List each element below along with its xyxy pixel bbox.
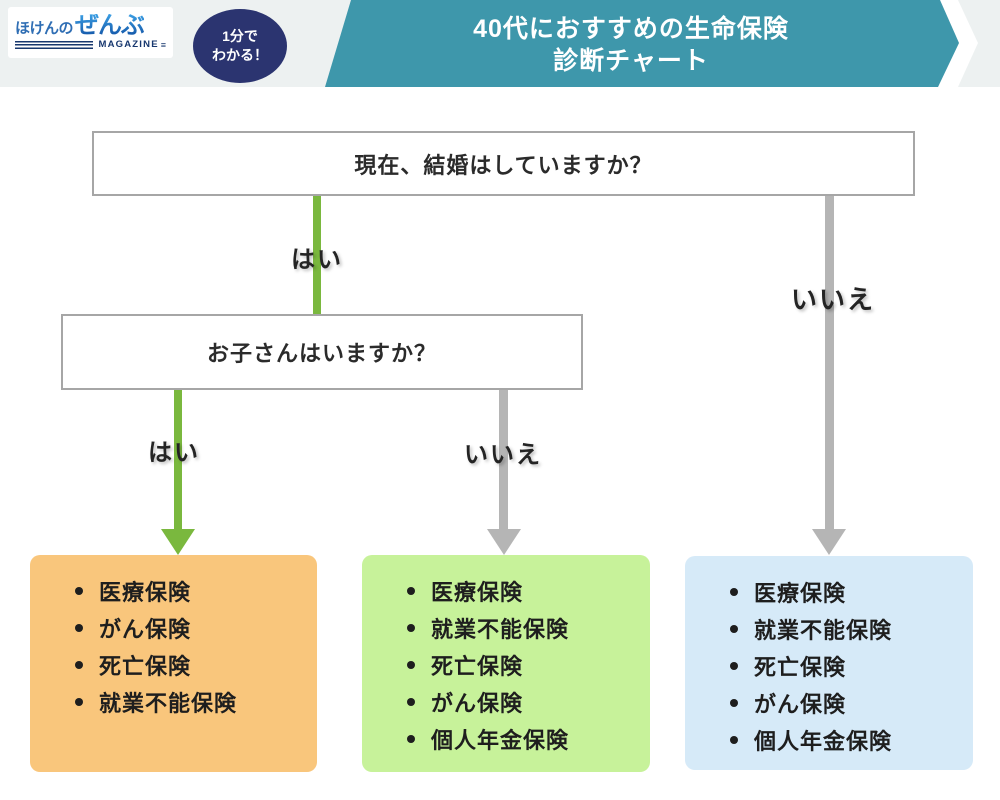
insurance-name: 死亡保険 <box>99 653 192 679</box>
list-item: 就業不能保険 <box>730 610 963 647</box>
insurance-name: がん保険 <box>431 690 524 716</box>
insurance-name: がん保険 <box>99 616 192 642</box>
logo-lines-decoration <box>15 41 94 49</box>
list-item: 個人年金保険 <box>730 721 963 758</box>
bullet-icon <box>75 586 83 595</box>
connector-no-q1 <box>825 196 834 531</box>
bullet-icon <box>730 735 738 744</box>
insurance-name: 個人年金保険 <box>431 727 570 753</box>
insurance-name: 死亡保険 <box>431 653 524 679</box>
badge-line2: わかる！ <box>212 47 268 63</box>
insurance-name: 医療保険 <box>754 580 847 606</box>
list-item: がん保険 <box>75 609 307 646</box>
arrowhead-no-q2 <box>487 529 521 555</box>
insurance-list: 医療保険 就業不能保険 死亡保険 がん保険 個人年金保険 <box>407 572 640 757</box>
list-item: 医療保険 <box>730 573 963 610</box>
bullet-icon <box>75 623 83 632</box>
list-item: がん保険 <box>730 684 963 721</box>
bullet-icon <box>730 661 738 670</box>
question-box-married: 現在、結婚はしていますか？ <box>92 131 915 196</box>
list-item: 就業不能保険 <box>407 609 640 646</box>
list-item: 死亡保険 <box>75 646 307 683</box>
insurance-name: 医療保険 <box>431 579 524 605</box>
label-no-q1: いいえ <box>790 284 876 315</box>
connector-yes-q1 <box>313 196 321 314</box>
arrowhead-yes-q2 <box>161 529 195 555</box>
logo-text-small: ほけんの <box>15 20 74 37</box>
bullet-icon <box>407 697 415 706</box>
arrowhead-no-q1 <box>812 529 846 555</box>
result-box-married-with-children: 医療保険 がん保険 死亡保険 就業不能保険 <box>30 555 317 772</box>
connector-yes-q2 <box>174 390 182 530</box>
insurance-name: 死亡保険 <box>754 654 847 680</box>
bullet-icon <box>75 697 83 706</box>
list-item: 医療保険 <box>75 572 307 609</box>
bullet-icon <box>407 734 415 743</box>
list-item: 医療保険 <box>407 572 640 609</box>
insurance-name: がん保険 <box>754 691 847 717</box>
badge-line1: 1分で <box>222 28 258 44</box>
label-yes-q2: はい <box>148 439 200 467</box>
page-title-line2: 診断チャート <box>553 47 709 75</box>
connector-no-q2 <box>499 390 508 530</box>
question-children-text: お子さんはいますか？ <box>206 341 437 366</box>
list-item: 個人年金保険 <box>407 720 640 757</box>
list-item: がん保険 <box>407 683 640 720</box>
bullet-icon <box>730 624 738 633</box>
question-box-children: お子さんはいますか？ <box>61 314 583 390</box>
insurance-name: 就業不能保険 <box>99 690 238 716</box>
bullet-icon <box>730 587 738 596</box>
bullet-icon <box>407 623 415 632</box>
insurance-list: 医療保険 がん保険 死亡保険 就業不能保険 <box>75 572 307 720</box>
result-box-married-no-children: 医療保険 就業不能保険 死亡保険 がん保険 個人年金保険 <box>362 555 650 772</box>
logo-wordmark: ほけんの ぜんぶ <box>15 14 166 38</box>
insurance-name: 個人年金保険 <box>754 728 893 754</box>
label-yes-q1: はい <box>291 246 343 274</box>
insurance-name: 医療保険 <box>99 579 192 605</box>
one-minute-badge: 1分で わかる！ <box>193 9 287 83</box>
logo: ほけんの ぜんぶ MAGAZINE ≡ <box>8 7 173 58</box>
insurance-name: 就業不能保険 <box>754 617 893 643</box>
logo-equals-icon: ≡ <box>160 39 166 50</box>
list-item: 死亡保険 <box>730 647 963 684</box>
logo-text-large: ぜんぶ <box>75 12 145 39</box>
bullet-icon <box>75 660 83 669</box>
list-item: 死亡保険 <box>407 646 640 683</box>
bullet-icon <box>407 660 415 669</box>
list-item: 就業不能保険 <box>75 683 307 720</box>
page-title-line1: 40代におすすめの生命保険 <box>473 15 789 43</box>
insurance-name: 就業不能保険 <box>431 616 570 642</box>
result-box-not-married: 医療保険 就業不能保険 死亡保険 がん保険 個人年金保険 <box>685 556 973 770</box>
page-title: 40代におすすめの生命保険 診断チャート <box>331 13 931 77</box>
logo-magazine-row: MAGAZINE ≡ <box>15 39 166 50</box>
insurance-list: 医療保険 就業不能保険 死亡保険 がん保険 個人年金保険 <box>730 573 963 758</box>
label-no-q2: いいえ <box>464 441 542 469</box>
question-married-text: 現在、結婚はしていますか？ <box>354 152 653 178</box>
bullet-icon <box>730 698 738 707</box>
bullet-icon <box>407 586 415 595</box>
logo-magazine-label: MAGAZINE <box>98 39 159 50</box>
